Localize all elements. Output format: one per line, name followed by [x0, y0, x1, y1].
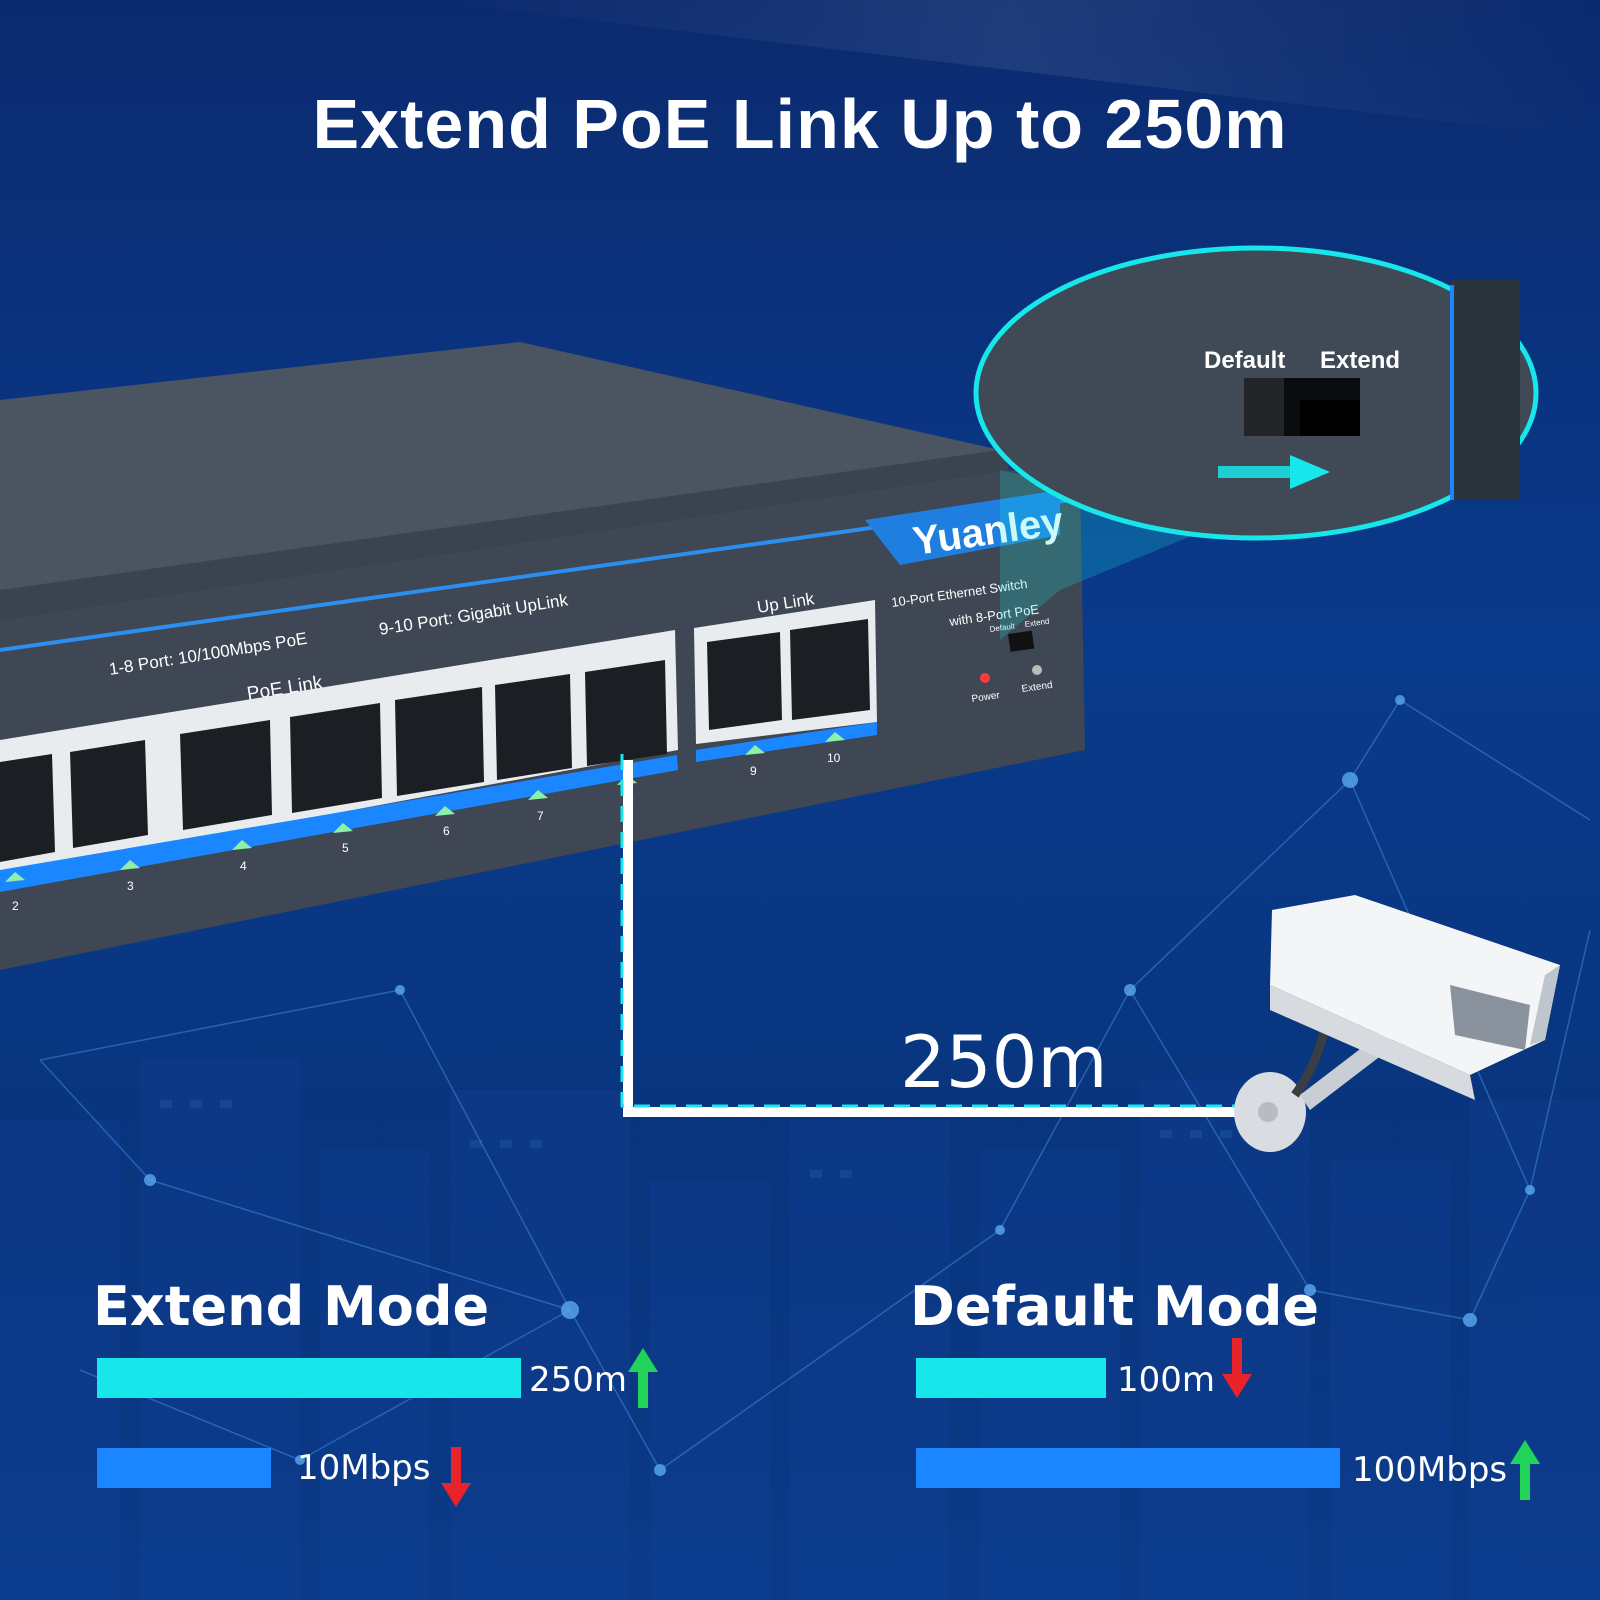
extend-led-label: Extend	[1021, 680, 1053, 695]
default-speed-bar	[916, 1448, 1340, 1488]
link-distance-label: 250m	[900, 1020, 1108, 1104]
port-number: 2	[12, 899, 19, 913]
arrow-down-icon	[441, 1447, 471, 1507]
arrow-up-icon	[1510, 1440, 1540, 1500]
default-distance-value: 100m	[1117, 1360, 1216, 1400]
arrow-down-icon	[1222, 1338, 1252, 1398]
default-distance-bar	[916, 1358, 1106, 1398]
port-number: 10	[827, 751, 841, 765]
arrow-head-icon	[1290, 455, 1330, 489]
arrow-right-icon	[1218, 466, 1298, 478]
power-led-label: Power	[971, 690, 1001, 705]
port-number: 5	[342, 841, 349, 855]
mini-switch-default-label: Default	[989, 621, 1016, 634]
port-number: 6	[443, 824, 450, 838]
port-number: 3	[127, 879, 134, 893]
port-number: 9	[750, 764, 757, 778]
extend-distance-value: 250m	[529, 1360, 628, 1400]
port-number: 7	[537, 809, 544, 823]
poe-switch-device: Yuanley 10-Port Ethernet Switch with 8-P…	[0, 342, 1085, 970]
security-camera-icon	[1234, 895, 1560, 1152]
default-mode-title: Default Mode	[910, 1275, 1320, 1338]
mini-mode-switch[interactable]	[1008, 630, 1035, 652]
arrow-up-icon	[628, 1348, 658, 1408]
extend-speed-bar	[97, 1448, 271, 1488]
extend-speed-value: 10Mbps	[297, 1448, 431, 1488]
mini-switch-extend-label: Extend	[1024, 617, 1050, 629]
zoom-default-label: Default	[1204, 347, 1286, 374]
port-number: 4	[240, 859, 247, 873]
default-speed-value: 100Mbps	[1352, 1450, 1508, 1490]
extend-distance-bar	[97, 1358, 521, 1398]
extend-mode-title: Extend Mode	[93, 1275, 490, 1338]
extend-led	[1032, 665, 1042, 675]
zoom-extend-label: Extend	[1320, 347, 1401, 374]
page-title: Extend PoE Link Up to 250m	[312, 85, 1288, 163]
power-led	[980, 673, 990, 683]
